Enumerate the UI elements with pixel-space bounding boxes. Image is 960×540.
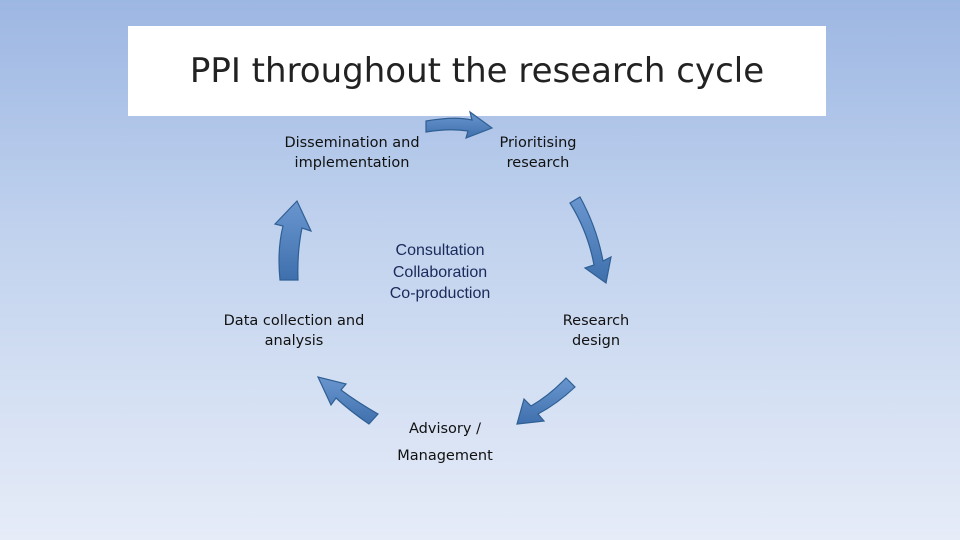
stage-prioritising: Prioritising research xyxy=(488,133,588,173)
center-consultation: Consultation xyxy=(395,242,485,259)
arrow-bottom-left xyxy=(316,376,379,425)
stage-data-collection-line2: analysis xyxy=(264,333,324,349)
center-collaboration: Collaboration xyxy=(392,263,488,281)
stage-research-design-line2: design xyxy=(571,333,621,349)
advisory-line1: Advisory / xyxy=(409,421,481,437)
title-box: PPI throughout the research cycle xyxy=(128,26,826,116)
center-coproduction: Co-production xyxy=(389,285,491,302)
stage-prioritising-line2: research xyxy=(506,155,570,171)
center-concepts: Consultation Collaboration Co-production xyxy=(360,240,520,305)
stage-dissemination: Dissemination and implementation xyxy=(272,133,432,173)
slide-title: PPI throughout the research cycle xyxy=(189,51,765,91)
stage-data-collection: Data collection and analysis xyxy=(214,311,374,351)
stage-data-collection-line1: Data collection and xyxy=(223,313,365,329)
arrow-right xyxy=(569,196,612,285)
arrow-left xyxy=(273,199,313,281)
advisory-management: Advisory / Management xyxy=(380,416,510,470)
stage-research-design: Research design xyxy=(546,311,646,351)
advisory-line2: Management xyxy=(397,448,493,464)
arrow-bottom-right xyxy=(516,377,576,425)
stage-prioritising-line1: Prioritising xyxy=(499,135,577,151)
stage-dissemination-line2: implementation xyxy=(294,155,410,171)
stage-research-design-line1: Research xyxy=(562,313,630,329)
arrow-top xyxy=(425,110,494,139)
stage-dissemination-line1: Dissemination and xyxy=(284,135,420,151)
